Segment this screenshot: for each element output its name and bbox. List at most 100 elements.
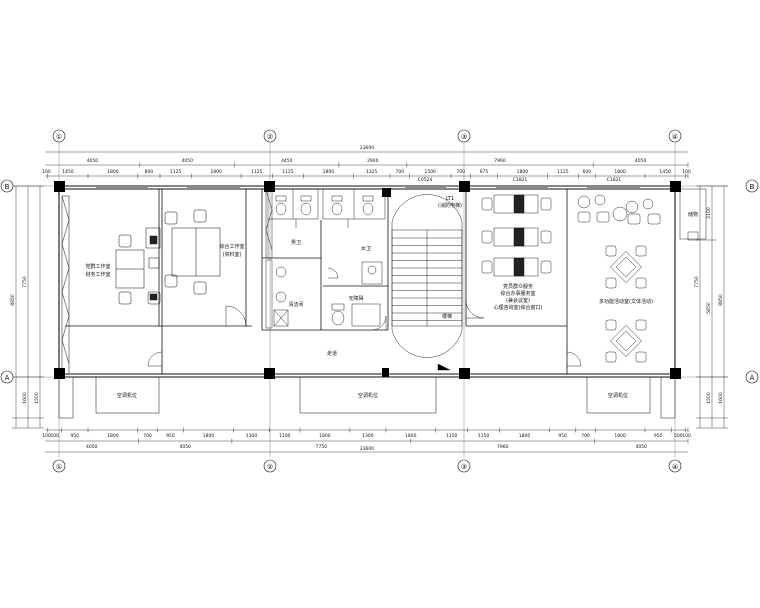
axis-label-col4-bottom: ④	[672, 463, 678, 471]
balcony-right-label: 空调机位	[608, 392, 628, 399]
dim-right-6: 1600	[718, 392, 724, 404]
dim-bottom-row2-1: 4050	[179, 444, 191, 450]
axis-label-col1-bottom: ①	[56, 463, 62, 471]
dim-lines-right	[696, 185, 728, 429]
dim-bottom-row1-6: 1800	[203, 433, 215, 439]
dim-right-5: 7750	[694, 276, 700, 288]
room-elevator-code: LT1	[446, 196, 454, 202]
axis-label-col3-top: ③	[461, 133, 467, 141]
office-left-furniture[interactable]	[115, 209, 221, 305]
dim-bottom-row1-19: 500	[674, 433, 683, 439]
dim-bottom-row2-2: 7750	[316, 444, 328, 450]
dim-top-row1-3: 2900	[367, 158, 379, 164]
axis-label-rowB-right: B	[750, 183, 755, 191]
room-office-right-4: 心理咨询室(综合窗口)	[494, 304, 543, 311]
dim-top-row2-6: 1125	[251, 169, 263, 175]
dim-top-row1-5: 4050	[635, 158, 647, 164]
axis-bubbles-top	[0, 129, 759, 473]
dim-top-row1-2: 4450	[281, 158, 293, 164]
dim-lines-bottom	[45, 427, 689, 453]
left-glass-wall	[61, 195, 70, 375]
axis-label-col1-top: ①	[56, 133, 62, 141]
room-office-right-1: 党员群众服务	[503, 283, 533, 290]
dim-bottom-row1-2: 950	[71, 433, 80, 439]
dim-top-row2-13: 975	[480, 169, 489, 175]
room-clean: 清洁间	[288, 301, 303, 308]
dim-left-4: 1500	[34, 392, 40, 404]
dim-top-row2-7: 1125	[282, 169, 294, 175]
dim-bottom-row1-7: 1300	[246, 433, 258, 439]
axis-label-col2-top: ②	[267, 133, 273, 141]
room-toilet-m: 男卫	[291, 240, 301, 246]
dim-top-row2-1: 1450	[62, 169, 74, 175]
dim-top-row2-12: 700	[456, 169, 465, 175]
dim-lines-left	[12, 185, 44, 429]
axis-label-rowA-right: A	[750, 374, 755, 382]
window-code-1: C0524	[418, 177, 433, 183]
dim-top-row2-16: 600	[583, 169, 592, 175]
dim-top-row2-9: 1325	[366, 169, 378, 175]
balcony-mid-label: 空调机位	[358, 392, 378, 399]
axis-label-rowA-left: A	[5, 374, 10, 382]
dim-left-1: 8850	[10, 294, 16, 306]
axis-label-col2-bottom: ②	[267, 463, 273, 471]
structural-columns[interactable]	[54, 181, 681, 379]
dim-top-row1-0: 4050	[87, 158, 99, 164]
dim-bottom-row1-14: 1800	[519, 433, 531, 439]
dim-bottom-row1-13: 1150	[478, 433, 490, 439]
dim-bottom-row2-0: 4050	[86, 444, 98, 450]
dim-bottom-row1-15: 950	[558, 433, 567, 439]
interior-walls	[65, 189, 568, 374]
room-lounge: 多功能活动室(文体活动)	[599, 298, 653, 305]
room-stair: 楼梯	[442, 313, 452, 320]
dim-left-2: 7750	[22, 276, 28, 288]
exterior-walls	[58, 185, 676, 378]
dim-overall-top: 23600	[360, 145, 374, 151]
axis-label-col3-bottom: ③	[461, 463, 467, 471]
dim-top-row1-1: 4050	[182, 158, 194, 164]
dim-bottom-row1-17: 1800	[614, 433, 626, 439]
room-elevator-note: (消防电梯)	[438, 202, 462, 209]
dim-bottom-row1-11: 1800	[405, 433, 417, 439]
dim-bottom-row1-0: 100	[42, 433, 51, 439]
balconies[interactable]	[58, 376, 676, 419]
balcony-left-label: 空调机位	[117, 392, 137, 399]
dim-top-row2-10: 700	[396, 169, 405, 175]
dim-bottom-row1-18: 950	[654, 433, 663, 439]
dim-bottom-row1-8: 1100	[279, 433, 291, 439]
dim-bottom-row2-4: 4050	[636, 444, 648, 450]
dim-top-row2-8: 1800	[323, 169, 335, 175]
dim-top-row2-15: 1125	[557, 169, 569, 175]
dim-right-3: 5650	[706, 302, 712, 314]
dim-right-7: 1500	[706, 392, 712, 404]
dim-top-row2-0: 100	[42, 169, 51, 175]
dim-bottom-row1-4: 700	[143, 433, 152, 439]
toilet-fixtures[interactable]	[265, 188, 386, 329]
room-office-mid-2: (资料室)	[223, 251, 242, 258]
room-side: 储物	[688, 211, 698, 218]
room-office-left-1: 党群工作室	[85, 263, 110, 270]
room-toilet-f: 女卫	[361, 245, 371, 252]
room-office-left-2: 财务工作室	[85, 271, 110, 278]
dim-right-2: 2100	[706, 207, 712, 219]
lounge-furniture[interactable]	[577, 188, 707, 363]
office-right-furniture[interactable]	[481, 194, 552, 277]
dim-bottom-row1-1: 500	[50, 433, 59, 439]
dim-bottom-row1-20: 100	[682, 433, 691, 439]
dim-bottom-row1-5: 950	[166, 433, 175, 439]
room-corridor: 走道	[327, 350, 337, 357]
dim-top-row2-17: 1800	[614, 169, 626, 175]
dim-lines-top	[45, 151, 689, 179]
axis-label-rowB-left: B	[5, 183, 10, 191]
dim-bottom-row1-10: 1300	[362, 433, 374, 439]
dim-top-row2-11: 1500	[424, 169, 436, 175]
dim-bottom-row1-12: 1150	[446, 433, 458, 439]
room-access: 无障碍	[348, 295, 363, 302]
window-code-2: C1821	[513, 177, 528, 183]
dim-top-row2-14: 1800	[517, 169, 529, 175]
dim-top-row1-4: 7960	[494, 158, 506, 164]
dim-bottom-row1-16: 700	[581, 433, 590, 439]
stair[interactable]	[391, 194, 463, 371]
doors[interactable]	[147, 267, 582, 367]
axis-label-col4-top: ④	[672, 133, 678, 141]
